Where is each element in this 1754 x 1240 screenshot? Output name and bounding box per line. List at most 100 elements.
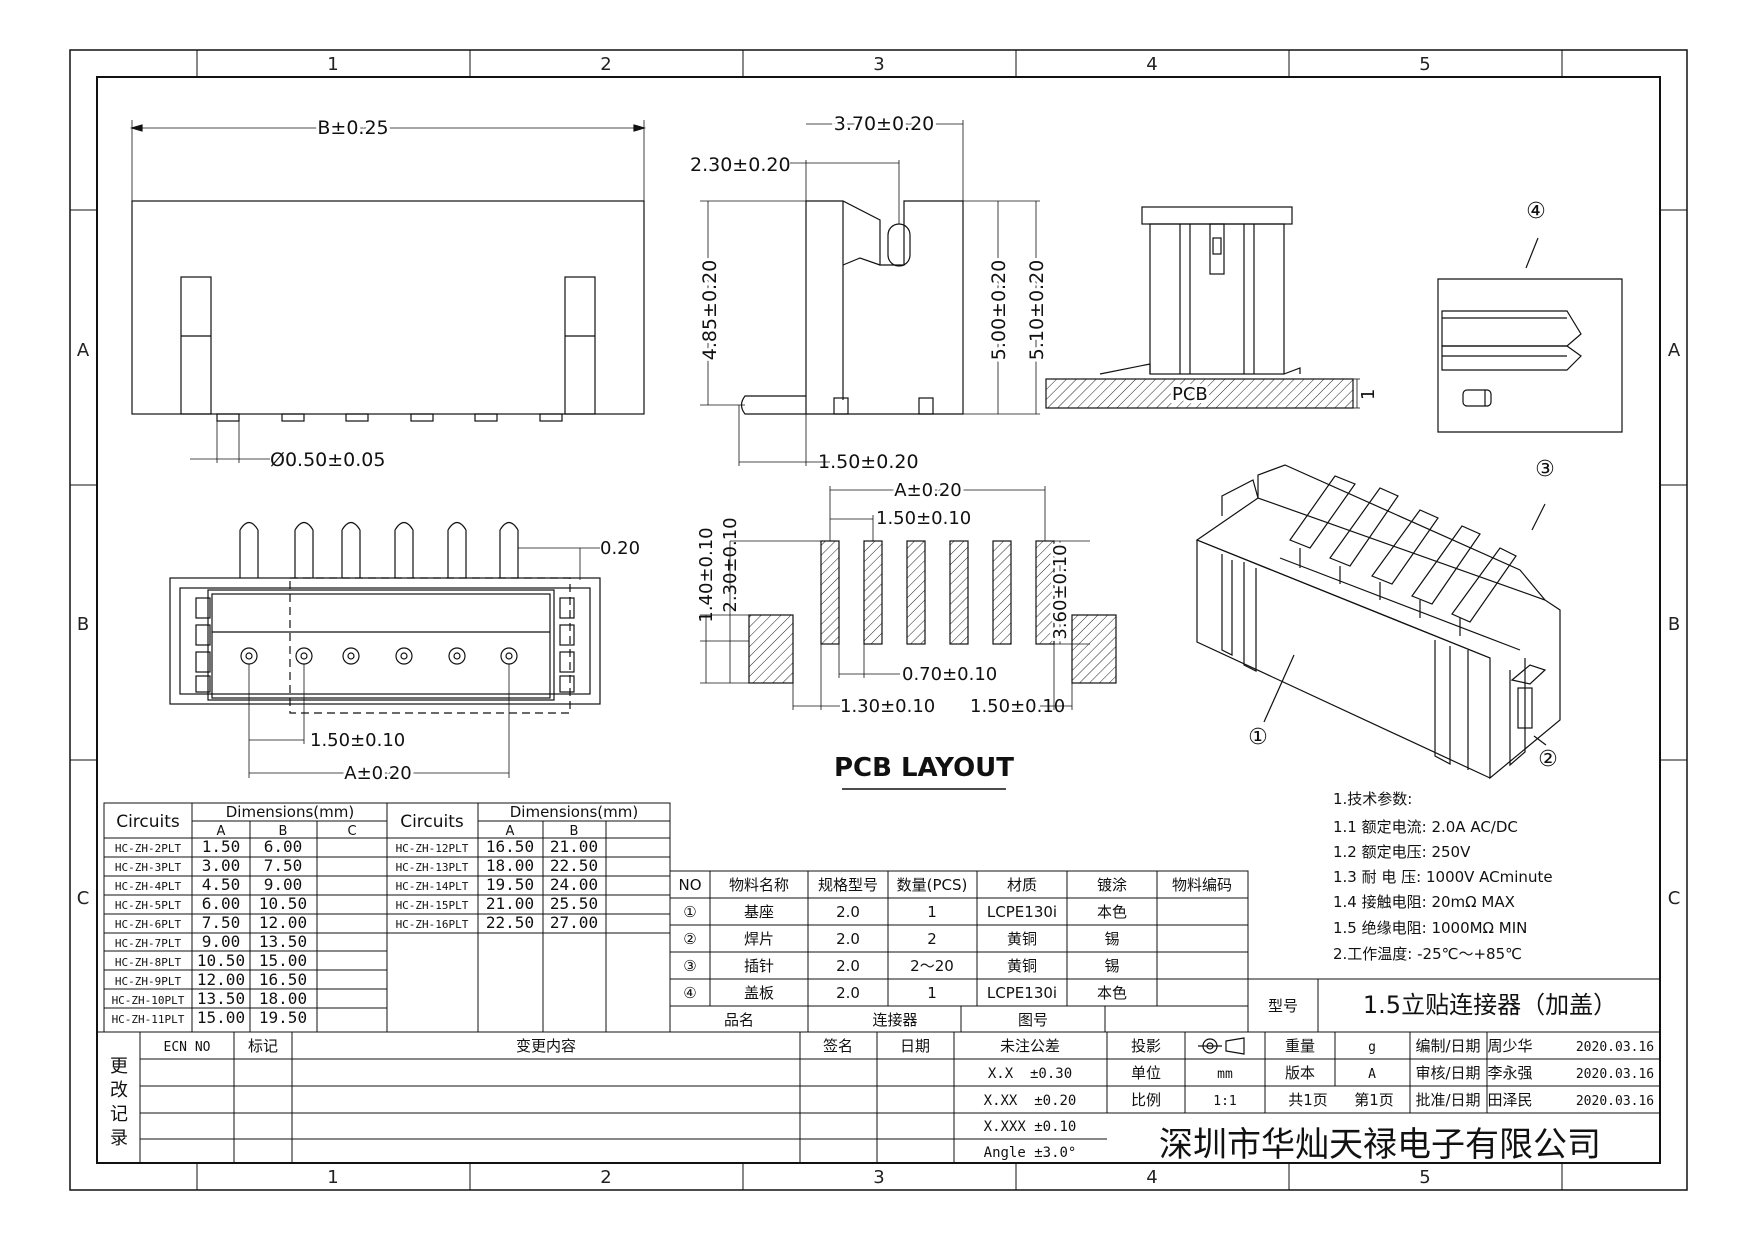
dim-row-a: 4.50 (202, 875, 241, 894)
bom-cell: ② (683, 930, 696, 948)
bom-cell: 黄铜 (1007, 930, 1037, 948)
layout-150: 1.50±0.10 (970, 696, 1065, 717)
pcb-layout-dims (700, 486, 1090, 790)
total-pages: 共1页 (1288, 1091, 1328, 1109)
spec-line: 1.5 绝缘电阻: 1000MΩ MIN (1333, 919, 1527, 937)
rear-view (1045, 206, 1360, 409)
tolerance-angle: Angle ±3.0° (984, 1145, 1077, 1161)
zone-col-5: 5 (1419, 54, 1430, 75)
dim-row-b: 7.50 (264, 856, 303, 875)
projection-label: 投影 (1131, 1037, 1161, 1055)
bom-cell: ③ (683, 957, 696, 975)
weight-label: 重量 (1285, 1037, 1315, 1055)
dim-row-circuit: HC-ZH-15PLT (396, 899, 469, 912)
layout-140: 1.40±0.10 (696, 527, 717, 622)
bom-name-value: 连接器 (872, 1011, 917, 1029)
zone-row-a-right: A (1668, 340, 1681, 361)
bom-cell: 锡 (1104, 957, 1119, 975)
dim-row-circuit: HC-ZH-5PLT (115, 899, 182, 912)
dim-row-circuit: HC-ZH-9PLT (115, 975, 182, 988)
dim-row-a: 7.50 (202, 913, 241, 932)
bom-cell: 2 (927, 930, 937, 948)
tolerance-xxxx: X.XXX ±0.10 (984, 1119, 1077, 1135)
tolerance-xxx: X.XX ±0.20 (984, 1093, 1077, 1109)
dim-230: 2.30±0.20 (690, 154, 791, 176)
dim-row-a: 15.00 (197, 1008, 245, 1027)
scale-value: 1:1 (1213, 1094, 1236, 1109)
bom-cell: 2.0 (836, 984, 860, 1002)
dim-row-circuit: HC-ZH-10PLT (112, 994, 185, 1007)
rev-record-vertical: 更改记录 (110, 1056, 128, 1149)
top-view (169, 521, 601, 778)
dim-row-circuit: HC-ZH-13PLT (396, 861, 469, 874)
pcb-thickness: 1 (1358, 389, 1379, 400)
bom-cell: 基座 (744, 903, 774, 921)
weight-value: g (1368, 1040, 1376, 1055)
spec-line: 2.工作温度: -25℃～+85℃ (1333, 945, 1522, 963)
bom-cell: 盖板 (744, 984, 774, 1002)
dim-row-b: 15.00 (259, 951, 307, 970)
dim-370: 3.70±0.20 (834, 113, 935, 135)
version-value: A (1368, 1067, 1376, 1082)
dim-table-col-a-r: A (506, 824, 515, 839)
zone-col-2-bottom: 2 (600, 1167, 611, 1188)
date-approved: 2020.03.16 (1576, 1094, 1654, 1109)
bom-cell: ④ (683, 984, 696, 1002)
bom-cell: 本色 (1097, 903, 1127, 921)
spec-line: 1.4 接触电阻: 20mΩ MAX (1333, 893, 1515, 911)
dim-table-col-a: A (217, 824, 226, 839)
bom-name-label: 品名 (724, 1011, 754, 1029)
mark-header: 标记 (248, 1037, 278, 1055)
dim-row-circuit: HC-ZH-14PLT (396, 880, 469, 893)
version-label: 版本 (1285, 1064, 1315, 1082)
zone-col-4-bottom: 4 (1146, 1167, 1157, 1188)
zone-row-b: B (77, 614, 89, 635)
company-name: 深圳市华灿天禄电子有限公司 (1159, 1125, 1601, 1165)
side-view (700, 120, 1040, 466)
spec-line: 1.技术参数: (1333, 790, 1412, 808)
bom-cell: 2.0 (836, 957, 860, 975)
dim-row-a: 12.00 (197, 970, 245, 989)
callouts: ④ ③ ① ② (1248, 199, 1558, 772)
dim-pitch-bottom: 1.50±0.10 (310, 730, 405, 751)
dim-row-b: 6.00 (264, 837, 303, 856)
date-header: 日期 (900, 1037, 930, 1055)
role-reviewed: 审核/日期 (1415, 1064, 1480, 1082)
date-prepared: 2020.03.16 (1576, 1040, 1654, 1055)
dim-table-circuits-header-r: Circuits (400, 812, 464, 832)
bom-header-name: 物料名称 (729, 876, 789, 894)
dim-row-b: 19.50 (259, 1008, 307, 1027)
cover-plate (1437, 237, 1623, 433)
unit-value: mm (1217, 1067, 1233, 1082)
role-prepared: 编制/日期 (1415, 1037, 1480, 1055)
spec-line: 1.3 耐 电 压: 1000V ACminute (1333, 868, 1553, 886)
dim-row-b: 24.00 (550, 875, 598, 894)
bom-header-no: NO (678, 876, 701, 894)
model-label: 型号 (1268, 997, 1298, 1015)
bom-header-plating: 镀涂 (1097, 876, 1127, 894)
layout-title: PCB LAYOUT (834, 753, 1014, 783)
dim-485: 4.85±0.20 (699, 260, 721, 361)
name-prepared: 周少华 (1487, 1037, 1532, 1055)
dim-table: Circuits Dimensions(mm) A B C Circuits D… (112, 803, 639, 1027)
page-number: 第1页 (1354, 1091, 1394, 1109)
front-view (129, 120, 647, 463)
bom-cell: 本色 (1097, 984, 1127, 1002)
pcb-layout-labels: A±0.20 1.50±0.10 1.40±0.10 2.30±0.10 3.6… (696, 477, 1074, 783)
zone-row-c-right: C (1668, 888, 1681, 909)
zone-col-2: 2 (600, 54, 611, 75)
bom-cell: 2.0 (836, 930, 860, 948)
dim-row-b: 10.50 (259, 894, 307, 913)
isometric-connector (1195, 464, 1561, 780)
zone-col-3-bottom: 3 (873, 1167, 884, 1188)
dim-row-b: 16.50 (259, 970, 307, 989)
zone-col-1-bottom: 1 (327, 1167, 338, 1188)
front-view-dims: B±0.25 Ø0.50±0.05 (270, 114, 392, 471)
pcb-label: PCB (1172, 384, 1208, 405)
dim-row-circuit: HC-ZH-12PLT (396, 842, 469, 855)
model-value: 1.5立贴连接器（加盖） (1363, 991, 1617, 1019)
bom-header-spec: 规格型号 (818, 876, 878, 894)
dim-row-a: 13.50 (197, 989, 245, 1008)
dim-row-a: 10.50 (197, 951, 245, 970)
